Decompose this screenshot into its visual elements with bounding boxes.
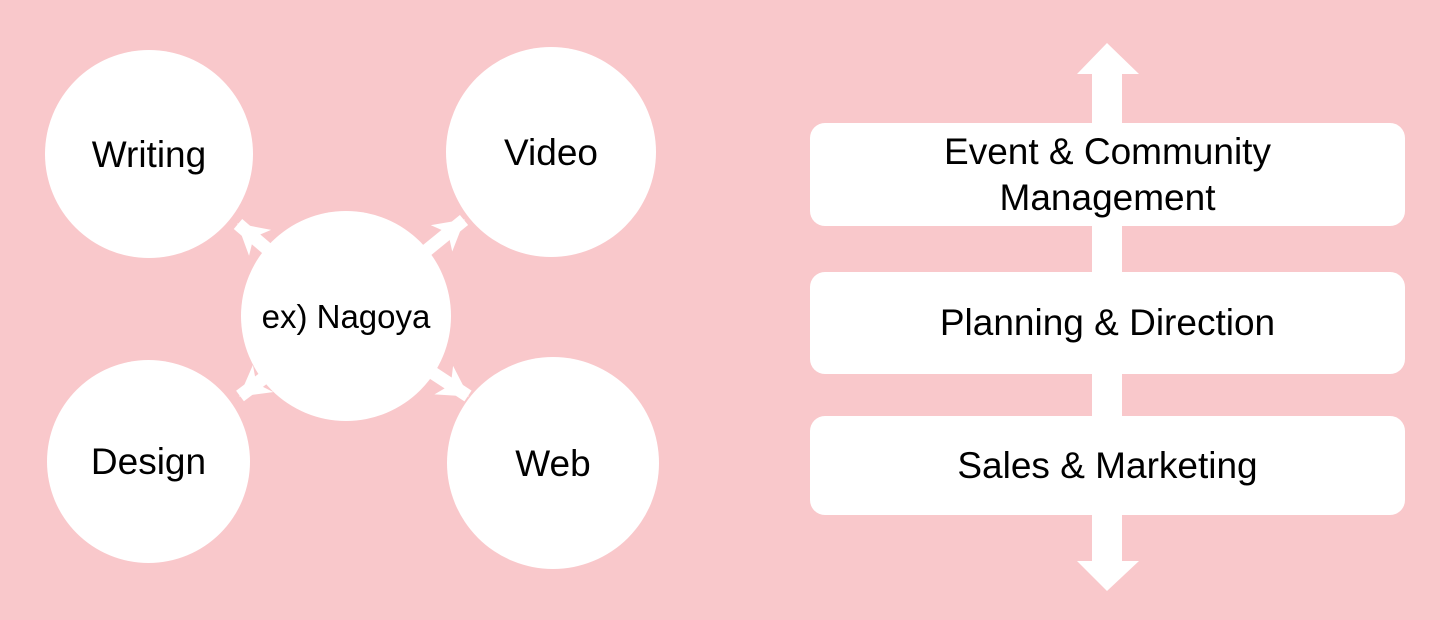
flow-box-label: Planning & Direction <box>939 302 1276 343</box>
circle-design-label: Design <box>90 441 207 482</box>
flow-box-label: Event & Community Management <box>944 130 1271 218</box>
circle-web: Web <box>447 357 659 569</box>
circle-web-label: Web <box>515 442 591 484</box>
flow-box-planning-direction: Planning & Direction <box>810 272 1405 374</box>
circle-center-label: ex) Nagoya <box>261 297 431 335</box>
circle-video-label: Video <box>504 131 598 173</box>
flow-box-label: Sales & Marketing <box>957 444 1258 486</box>
circle-writing-label: Writing <box>91 133 207 175</box>
flow-box-event-community-management: Event & Community Management <box>810 123 1405 226</box>
circle-video: Video <box>446 47 656 257</box>
circle-design: Design <box>47 360 250 563</box>
circle-writing: Writing <box>45 50 253 258</box>
circle-center-example: ex) Nagoya <box>241 211 451 421</box>
flow-box-sales-marketing: Sales & Marketing <box>810 416 1405 515</box>
